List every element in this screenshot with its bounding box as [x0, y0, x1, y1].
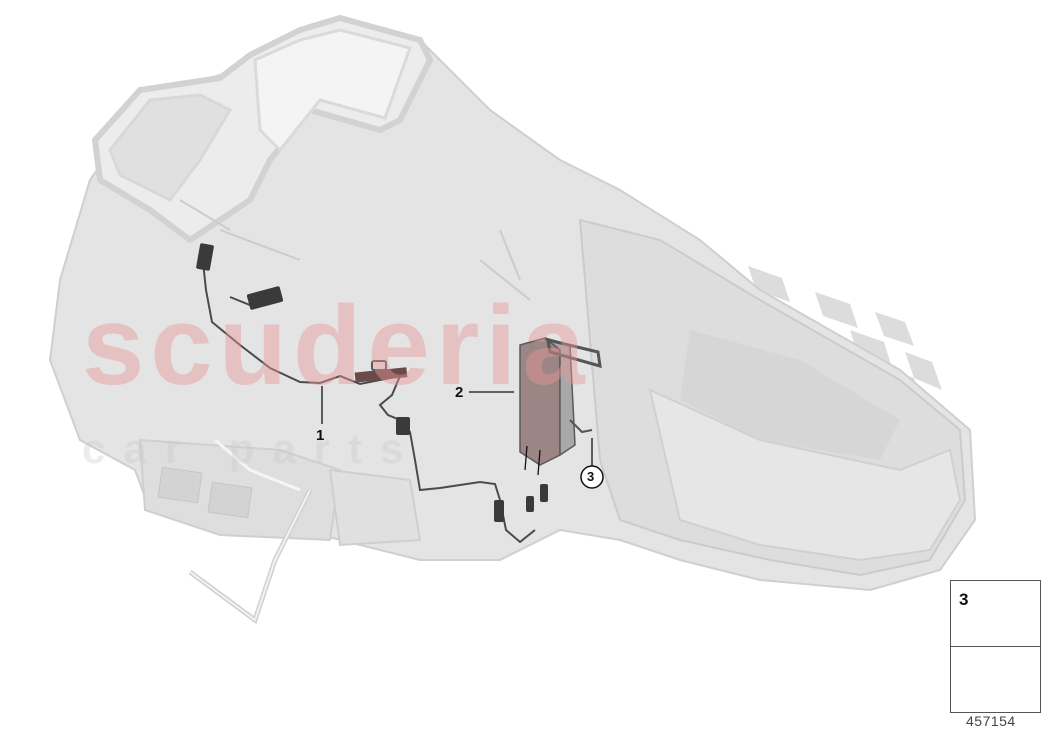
parts-legend: 3 — [950, 580, 1041, 713]
control-module — [519, 337, 602, 466]
diagram-number: 457154 — [966, 713, 1016, 729]
callout-leaders — [321, 386, 593, 476]
legend-item-screw[interactable]: 3 — [951, 581, 1040, 647]
callout-1[interactable]: 1 — [316, 427, 325, 444]
callout-3-circle — [580, 465, 604, 489]
callout-2[interactable]: 2 — [455, 384, 464, 401]
harness-connectors — [196, 243, 548, 522]
legend-item-label: 3 — [959, 590, 969, 609]
callout-3[interactable]: 3 — [587, 469, 595, 484]
hvac-housing — [48, 14, 977, 625]
